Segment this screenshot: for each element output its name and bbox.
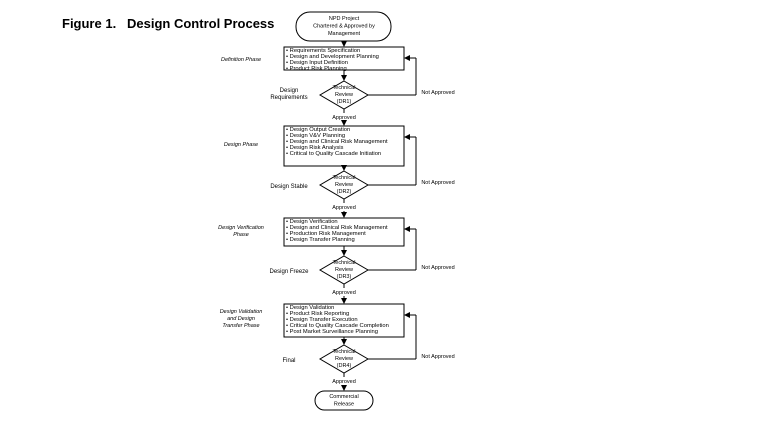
approved-label: Approved [332,205,356,211]
review-diamond-text: (DR3) [337,274,352,280]
phase-label: Definition Phase [221,57,261,63]
phase-item: • Design Input Definition [286,60,348,66]
end-terminator-text: Commercial [329,394,358,400]
phase-item: • Design Transfer Execution [286,317,358,323]
phase-item: • Design Verification [286,219,338,225]
phase-item: • Post Market Surveillance Planning [286,329,378,335]
approved-label: Approved [332,379,356,385]
milestone-label: Final [282,358,295,364]
review-diamond-text: (DR4) [337,363,352,369]
phase-label: Design Validation [220,309,263,315]
not-approved-label: Not Approved [421,265,454,271]
figure-title: Figure 1. Design Control Process [62,16,275,31]
approved-label: Approved [332,290,356,296]
phase-label: and Design [227,316,255,322]
phase-item: • Design and Clinical Risk Management [286,139,388,145]
phase-item: • Design V&V Planning [286,133,345,139]
review-diamond-text: (DR2) [337,189,352,195]
review-diamond-text: Technical [333,175,356,181]
phase-item: • Critical to Quality Cascade Completion [286,323,389,329]
phase-label: Transfer Phase [222,323,259,329]
milestone-label: Requirements [270,95,307,101]
review-diamond-text: Technical [333,85,356,91]
milestone-label: Design Freeze [269,269,309,275]
review-diamond-text: Review [335,356,353,362]
phase-item: • Critical to Quality Cascade Initiation [286,151,381,157]
review-diamond-text: Review [335,182,353,188]
phase-item: • Product Risk Reporting [286,311,349,317]
phase-label: Design Phase [224,142,258,148]
phase-item: • Design and Development Planning [286,54,379,60]
phase-item: • Design and Clinical Risk Management [286,225,388,231]
phase-label: Design Verification [218,225,264,231]
review-diamond-text: Review [335,92,353,98]
start-terminator-text: NPD Project [329,16,360,22]
phase-box-3 [283,217,405,247]
phase-item: • Product Risk Planning [286,66,347,72]
phase-item: • Production Risk Management [286,231,366,237]
not-approved-label: Not Approved [421,354,454,360]
end-terminator [314,390,374,411]
start-terminator-text: Management [328,31,361,37]
review-diamond-text: Technical [333,349,356,355]
not-approved-label: Not Approved [421,90,454,96]
not-approved-label: Not Approved [421,180,454,186]
phase-label: Phase [233,232,249,238]
phase-box-2 [283,125,405,167]
phase-item: • Requirements Specification [286,48,360,54]
milestone-label: Design [280,88,299,94]
phase-item: • Design Validation [286,305,334,311]
phase-item: • Design Transfer Planning [286,237,355,243]
approved-label: Approved [332,115,356,121]
review-diamond-text: Technical [333,260,356,266]
review-diamond-text: Review [335,267,353,273]
phase-item: • Design Output Creation [286,127,350,133]
review-diamond-text: (DR1) [337,99,352,105]
end-terminator-text: Release [334,402,354,408]
phase-item: • Design Risk Analysis [286,145,344,151]
milestone-label: Design Stable [270,184,308,190]
start-terminator-text: Chartered & Approved by [313,24,375,30]
